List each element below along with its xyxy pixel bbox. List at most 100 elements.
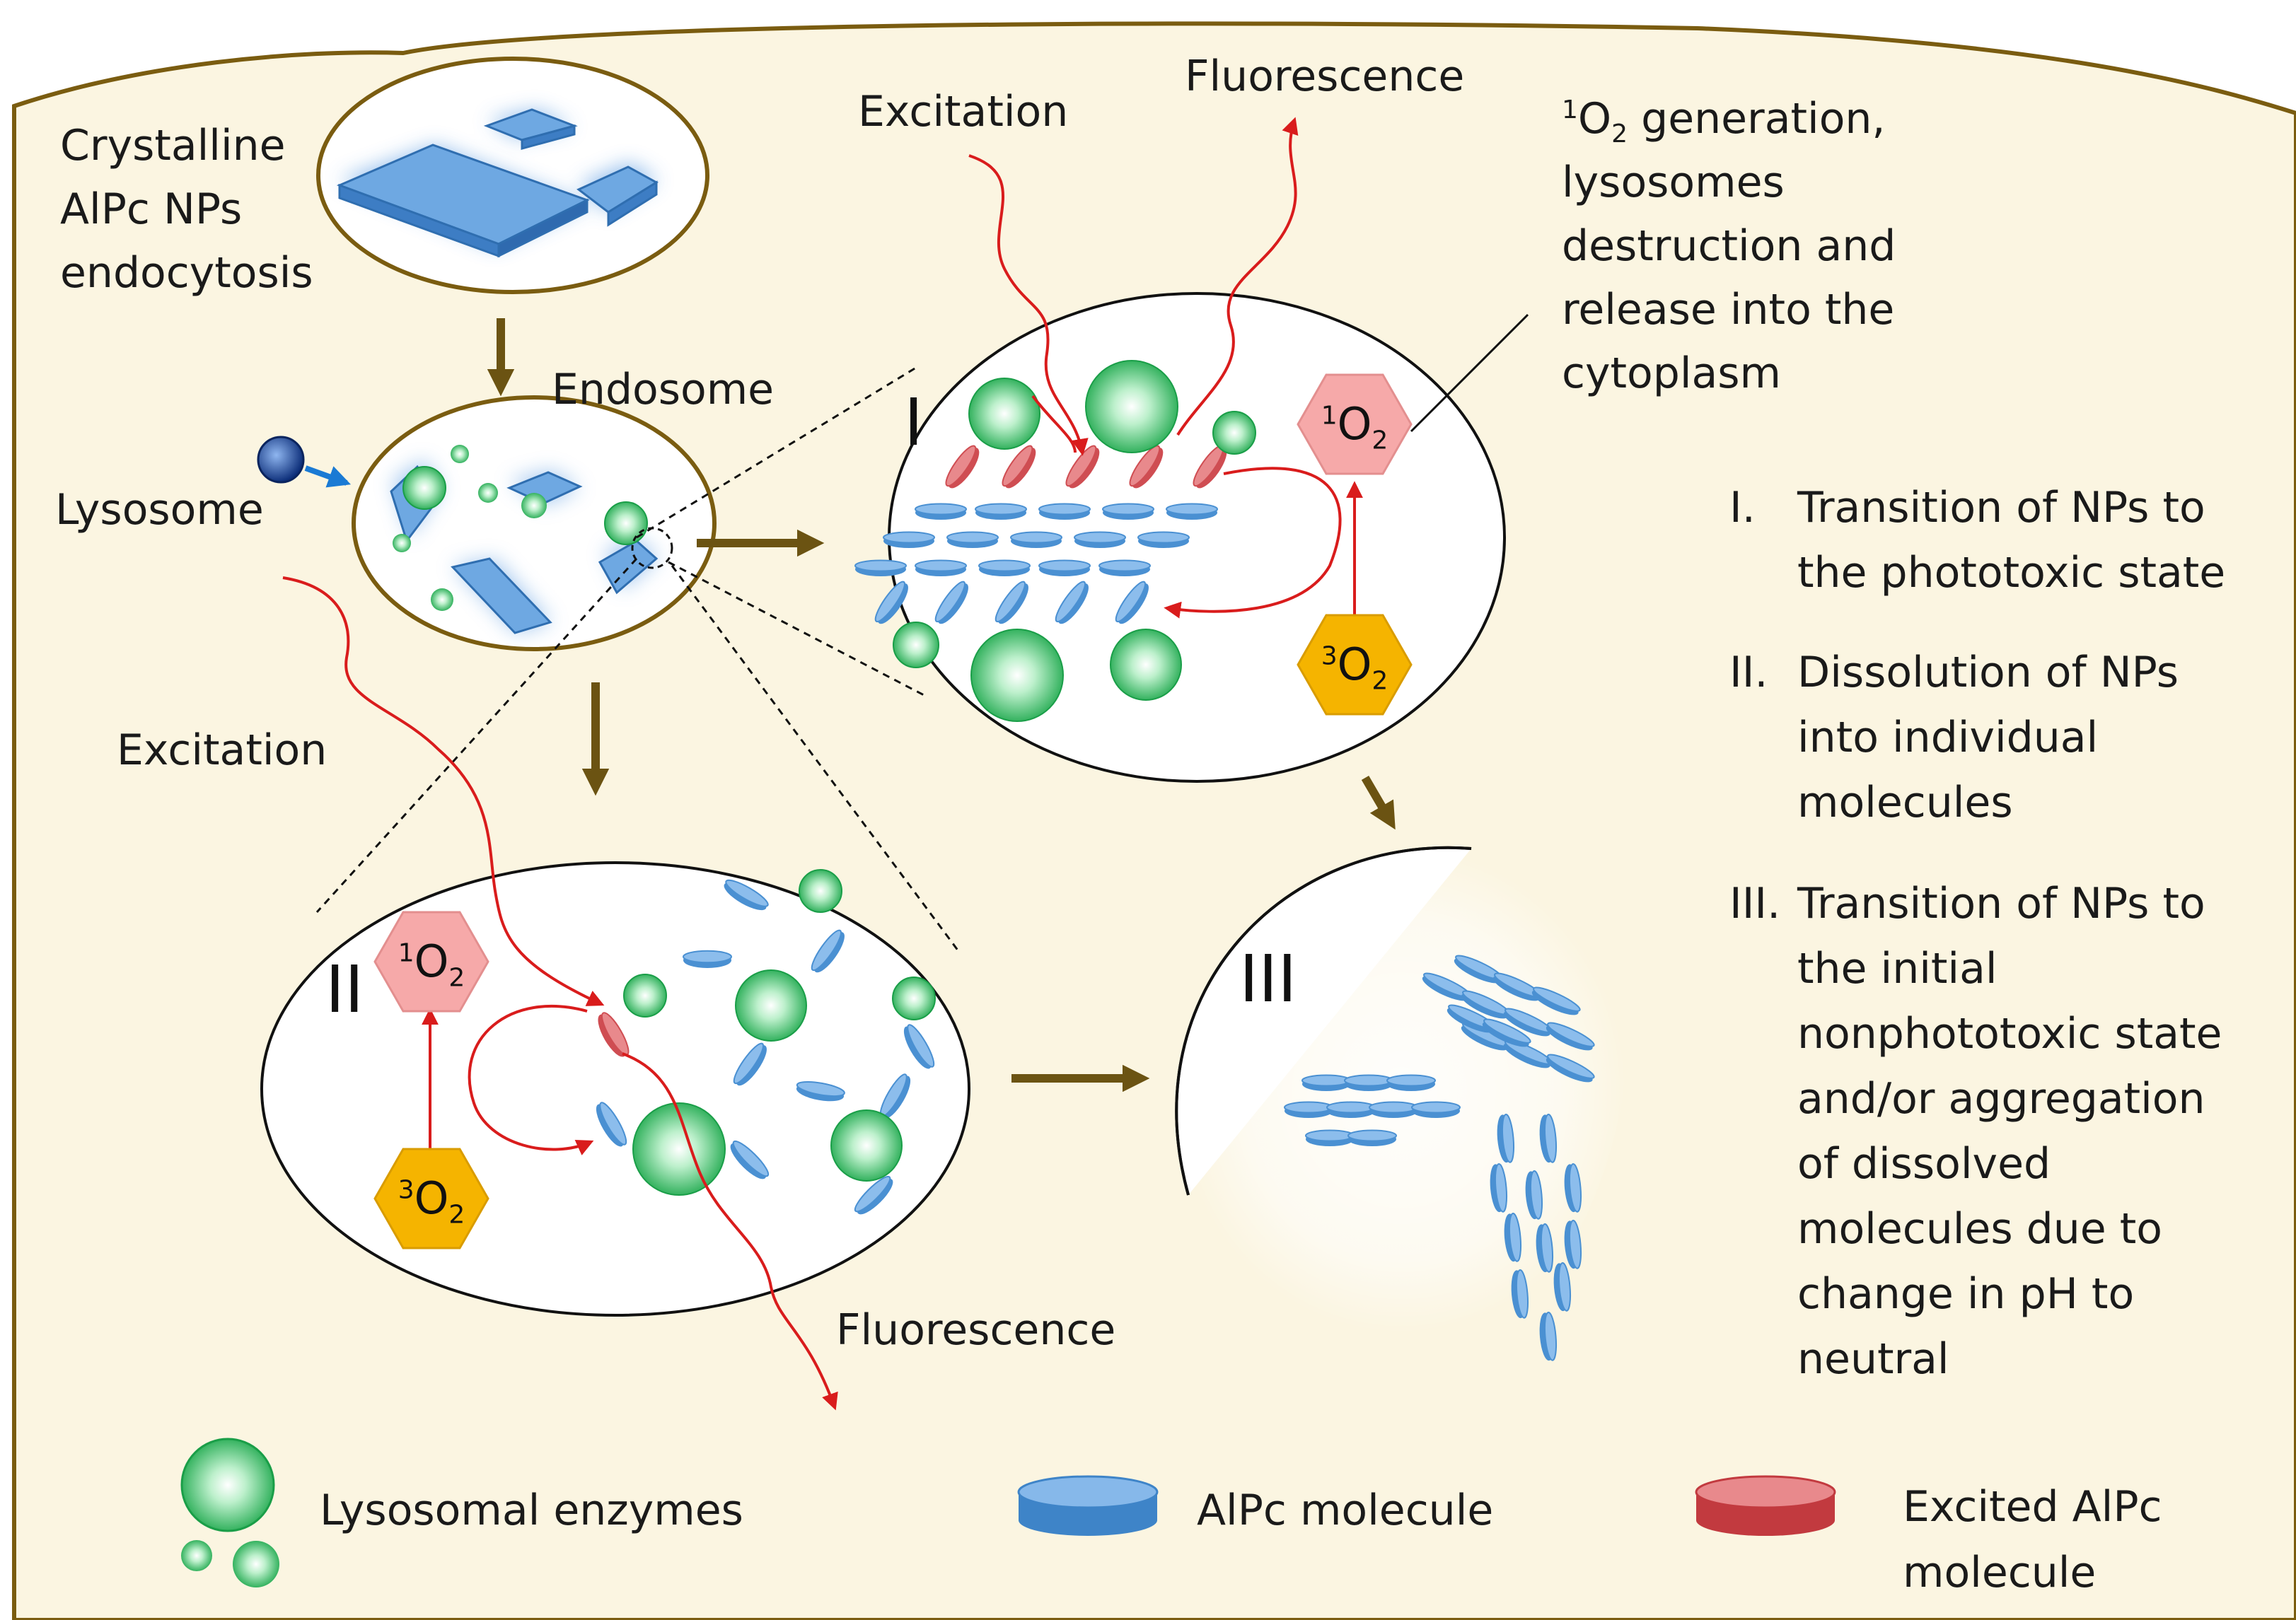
triplet-o2-label-I: 3O2 [1321,639,1388,696]
excited-alpc-molecule [1193,445,1227,489]
alpc-molecule [946,531,999,548]
label-singlet-o2-note-line3: destruction and [1562,221,1896,271]
alpc-molecule [1301,1074,1351,1091]
excited-alpc-molecule [945,445,980,489]
alpc-molecule [1497,1113,1515,1163]
alpc-molecule [854,559,907,576]
callout-line [1410,313,1529,433]
stage-item-III: III. Transition of NPs to the initial no… [1729,871,2236,1392]
stage-II-compartment [260,861,970,1317]
alpc-molecule [1539,1311,1558,1361]
alpc-molecule [730,1140,770,1179]
alpc-molecule [874,581,908,624]
triplet-o2-label-II: 3O2 [398,1172,465,1230]
light-paths [282,117,1363,1411]
alpc-molecule [1326,1101,1376,1118]
alpc-molecule [1305,1129,1355,1146]
lysosomal-enzyme [632,1102,726,1196]
lysosomal-enzyme [735,969,807,1042]
lysosomal-enzyme [623,974,667,1018]
singlet-o2-label-I: 1O2 [1321,398,1388,455]
label-singlet-o2-note-line4: release into the [1562,285,1895,334]
alpc-molecule [1525,1170,1543,1220]
alpc-molecule [1546,1022,1595,1051]
alpc-molecule [1166,503,1218,520]
alpc-molecule [1038,559,1091,576]
alpc-molecule [1504,1212,1522,1262]
singlet-o2-hexagon-II [373,911,489,1013]
alpc-molecule [883,531,935,548]
legend-enzymes-label: Lysosomal enzymes [320,1486,743,1535]
legend-excited-label-line1: Excited AlPc [1903,1482,2162,1532]
lysosomal-enzyme [1110,629,1182,701]
alpc-molecule [1102,503,1154,520]
alpc-molecule [796,1080,845,1102]
legend-excited-glyph [1695,1475,1836,1536]
alpc-molecule [683,950,732,968]
alpc-molecule [903,1024,935,1069]
alpc-molecule [854,1175,893,1215]
stage-item-II: II. Dissolution of NPs into individual m… [1729,640,2236,835]
label-singlet-o2-note-line5: cytoplasm [1562,349,1781,398]
fluorescence-path-I [1176,117,1299,436]
stage-item-I: I. Transition of NPs to the phototoxic s… [1729,475,2236,605]
label-crystalline-line2: AlPc NPs [60,185,243,234]
cycle-arrow-I [1164,467,1342,619]
excitation-path-I-inner [1031,395,1077,453]
alpc-molecule [1347,1129,1397,1146]
label-excitation-left: Excitation [117,725,327,775]
alpc-molecule [1511,1269,1529,1319]
alpc-molecule [1564,1162,1582,1213]
stage-number: III. [1729,879,1781,928]
excited-alpc-molecule [1129,445,1164,489]
lysosomal-enzyme [799,869,842,913]
alpc-molecule [915,559,967,576]
stage-text: Transition of NPs to the phototoxic stat… [1797,483,2226,598]
stage-number: I. [1729,483,1756,532]
stage-II-molecules [596,869,936,1215]
label-crystalline-line1: Crystalline [60,121,286,170]
alpc-molecule [1055,581,1089,624]
endosome-contents [390,445,659,634]
alpc-molecule [811,929,845,973]
alpc-molecule [978,559,1031,576]
label-lysosome: Lysosome [55,485,264,535]
alpc-molecule [1492,972,1542,1001]
excited-alpc-molecule [1002,445,1036,489]
stage-III-molecules [1284,955,1595,1361]
label-roman-II: II [325,952,364,1027]
lysosomal-enzyme [892,977,936,1020]
label-fluorescence-bottom: Fluorescence [836,1305,1116,1355]
alpc-molecule [995,581,1028,624]
legend-molecule-glyph [1017,1475,1159,1536]
cycle-arrow-II [468,1004,594,1155]
zoom-lines [315,366,960,952]
alpc-molecule [1539,1113,1558,1163]
lysosomal-enzyme [1085,360,1178,453]
alpc-molecule [1137,531,1190,548]
lysosomal-enzyme [968,378,1040,450]
alpc-molecule [1369,1101,1418,1118]
alpc-molecule [975,503,1027,520]
stage-number: II. [1729,648,1768,697]
alpc-molecule [1546,1054,1595,1083]
label-excitation-top: Excitation [858,87,1069,136]
singlet-o2-label-II: 1O2 [398,936,465,993]
lysosomal-enzyme [830,1109,903,1182]
arrow-I-to-III [1361,775,1396,830]
label-roman-III: III [1239,941,1297,1017]
label-roman-I: I [904,385,924,460]
legend-enzyme-glyph [180,1438,279,1587]
alpc-molecule [1038,503,1091,520]
alpc-molecule [1386,1074,1436,1091]
alpc-molecule [1344,1074,1393,1091]
alpc-molecule [596,1102,627,1147]
alpc-molecule [1553,1261,1572,1312]
lysosomal-enzyme [893,622,939,668]
singlet-o2-hexagon-I [1297,373,1413,475]
lysosomal-enzyme [970,629,1064,722]
stage-text: Transition of NPs to the initial nonphot… [1797,879,2222,1384]
legend-excited-label-line2: molecule [1903,1548,2097,1597]
alpc-molecule [1482,1018,1531,1047]
